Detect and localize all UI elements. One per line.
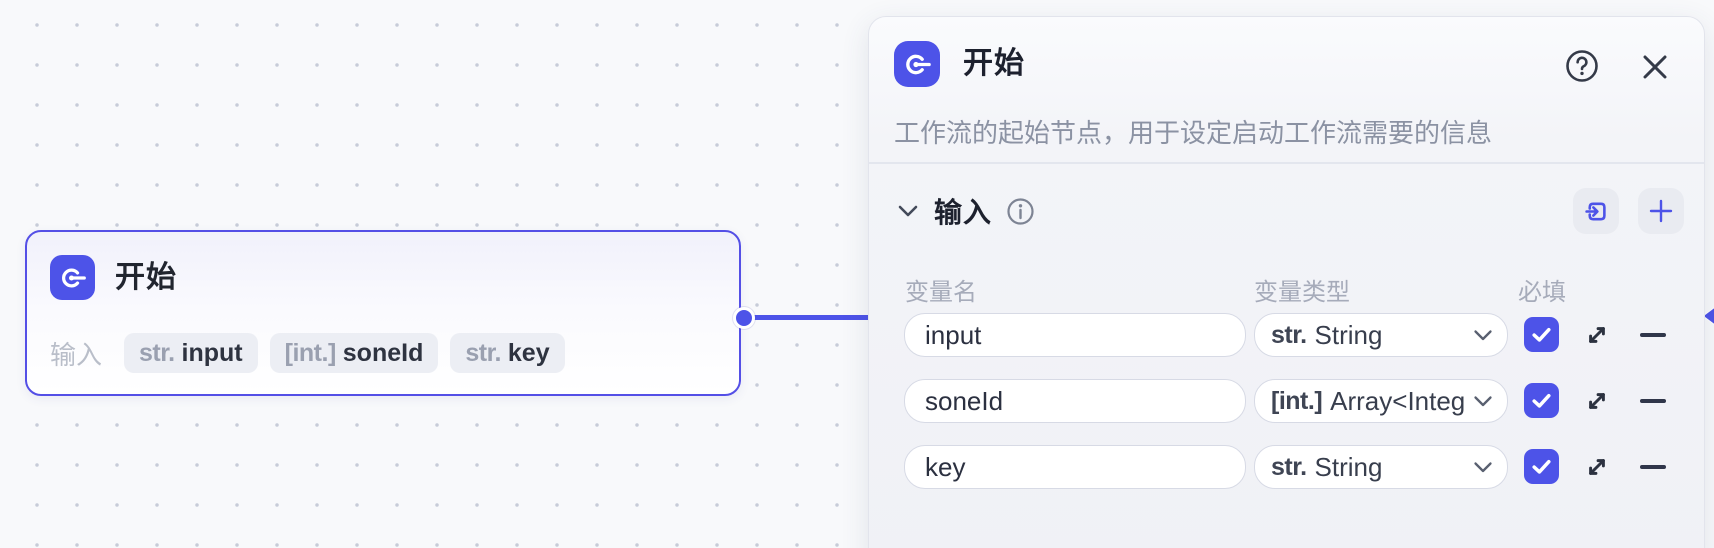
- remove-row-button[interactable]: [1640, 392, 1668, 410]
- chevron-down-icon: [1473, 329, 1493, 342]
- node-input-label: 输入: [50, 339, 103, 370]
- info-icon[interactable]: [1006, 197, 1035, 226]
- input-section-header[interactable]: 输入: [897, 188, 1035, 234]
- expand-icon[interactable]: [1581, 451, 1613, 483]
- type-glyph: str.: [1271, 320, 1307, 349]
- start-node[interactable]: 开始 输入 str. input [int.] soneId str. key: [25, 230, 741, 396]
- node-variable-tag: [int.] soneId: [269, 333, 439, 373]
- type-label: String: [1314, 451, 1383, 482]
- edge-arrowhead: [1702, 306, 1714, 331]
- connection-edge: [744, 315, 868, 320]
- tag-name: soneId: [342, 338, 424, 367]
- type-glyph: str.: [139, 338, 175, 367]
- type-glyph: str.: [1271, 452, 1307, 481]
- required-checkbox[interactable]: [1524, 383, 1559, 418]
- input-section-title: 输入: [934, 197, 993, 228]
- close-icon[interactable]: [1640, 52, 1670, 82]
- column-header-name: 变量名: [905, 279, 977, 306]
- node-input-tags: str. input [int.] soneId str. key: [124, 333, 577, 373]
- variable-row: str. String: [904, 313, 1684, 357]
- remove-row-button[interactable]: [1640, 326, 1668, 344]
- node-config-panel: 开始 工作流的起始节点，用于设定启动工作流需要的信息 输入: [868, 16, 1705, 548]
- node-variable-tag: str. key: [450, 333, 565, 373]
- divider: [869, 162, 1704, 164]
- chevron-down-icon: [1473, 461, 1493, 474]
- type-glyph: [int.]: [284, 338, 337, 367]
- column-header-type: 变量类型: [1254, 279, 1350, 306]
- start-power-icon: [894, 41, 940, 87]
- variable-type-select[interactable]: str. String: [1254, 313, 1508, 357]
- variable-name-input[interactable]: [904, 379, 1246, 423]
- tag-name: key: [507, 338, 550, 367]
- variable-name-input[interactable]: [904, 313, 1246, 357]
- remove-row-button[interactable]: [1640, 458, 1668, 476]
- panel-description: 工作流的起始节点，用于设定启动工作流需要的信息: [894, 118, 1493, 148]
- type-glyph: str.: [465, 338, 501, 367]
- help-icon[interactable]: [1564, 48, 1600, 84]
- variable-rows: str. String [int.]: [904, 313, 1684, 511]
- required-checkbox[interactable]: [1524, 449, 1559, 484]
- variable-name-input[interactable]: [904, 445, 1246, 489]
- tag-name: input: [181, 338, 243, 367]
- type-label: String: [1314, 319, 1383, 350]
- variable-row: [int.] Array<Integ…: [904, 379, 1684, 423]
- type-label: Array<Integ…: [1330, 385, 1467, 416]
- expand-icon[interactable]: [1581, 319, 1613, 351]
- type-glyph: [int.]: [1271, 386, 1323, 415]
- minus-icon: [1640, 465, 1666, 469]
- add-variable-button[interactable]: [1638, 188, 1684, 234]
- import-button[interactable]: [1573, 188, 1619, 234]
- start-power-icon: [50, 255, 95, 300]
- variable-type-select[interactable]: str. String: [1254, 445, 1508, 489]
- chevron-down-icon[interactable]: [897, 203, 919, 219]
- required-checkbox[interactable]: [1524, 317, 1559, 352]
- variable-row: str. String: [904, 445, 1684, 489]
- chevron-down-icon: [1473, 395, 1493, 408]
- minus-icon: [1640, 333, 1666, 337]
- node-title: 开始: [115, 261, 177, 294]
- minus-icon: [1640, 399, 1666, 403]
- node-output-port[interactable]: [733, 307, 755, 329]
- expand-icon[interactable]: [1581, 385, 1613, 417]
- node-input-row: 输入 str. input [int.] soneId str. key: [50, 333, 577, 373]
- column-header-required: 必填: [1518, 279, 1566, 306]
- panel-title: 开始: [963, 47, 1025, 80]
- variable-type-select[interactable]: [int.] Array<Integ…: [1254, 379, 1508, 423]
- node-variable-tag: str. input: [124, 333, 258, 373]
